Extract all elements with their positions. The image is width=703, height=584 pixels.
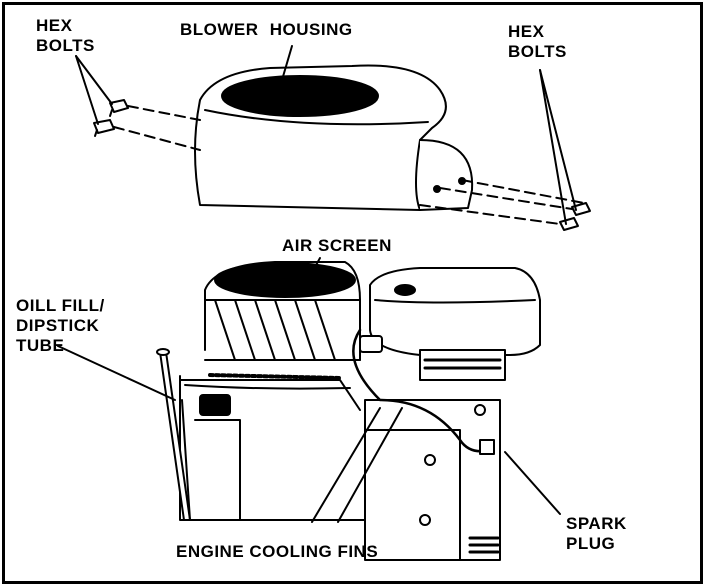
hex-bolts-left-label-line2: BOLTS — [36, 36, 95, 55]
left-hex-bolts-drawing — [93, 99, 201, 151]
hex-bolts-right-label-line2: BOLTS — [508, 42, 567, 61]
hex-bolts-right-label-line1: HEX — [508, 22, 545, 41]
oil-fill-label-line1: OILL FILL/ — [16, 296, 105, 315]
blower-housing-drawing — [194, 64, 474, 211]
leader-lines — [57, 45, 577, 523]
engine-drawing — [179, 261, 541, 561]
spark-plug-label-line1: SPARK — [566, 514, 627, 533]
spark-plug-label-line2: PLUG — [566, 534, 616, 553]
blower-housing-label: BLOWER HOUSING — [180, 20, 353, 39]
engine-cooling-fins-label: ENGINE COOLING FINS — [176, 542, 379, 561]
oil-fill-label-line3: TUBE — [16, 336, 65, 355]
air-screen-label: AIR SCREEN — [282, 236, 392, 255]
right-hex-bolts-drawing — [419, 179, 591, 231]
hex-bolts-left-label-line1: HEX — [36, 16, 73, 35]
oil-fill-label-line2: DIPSTICK — [16, 316, 100, 335]
